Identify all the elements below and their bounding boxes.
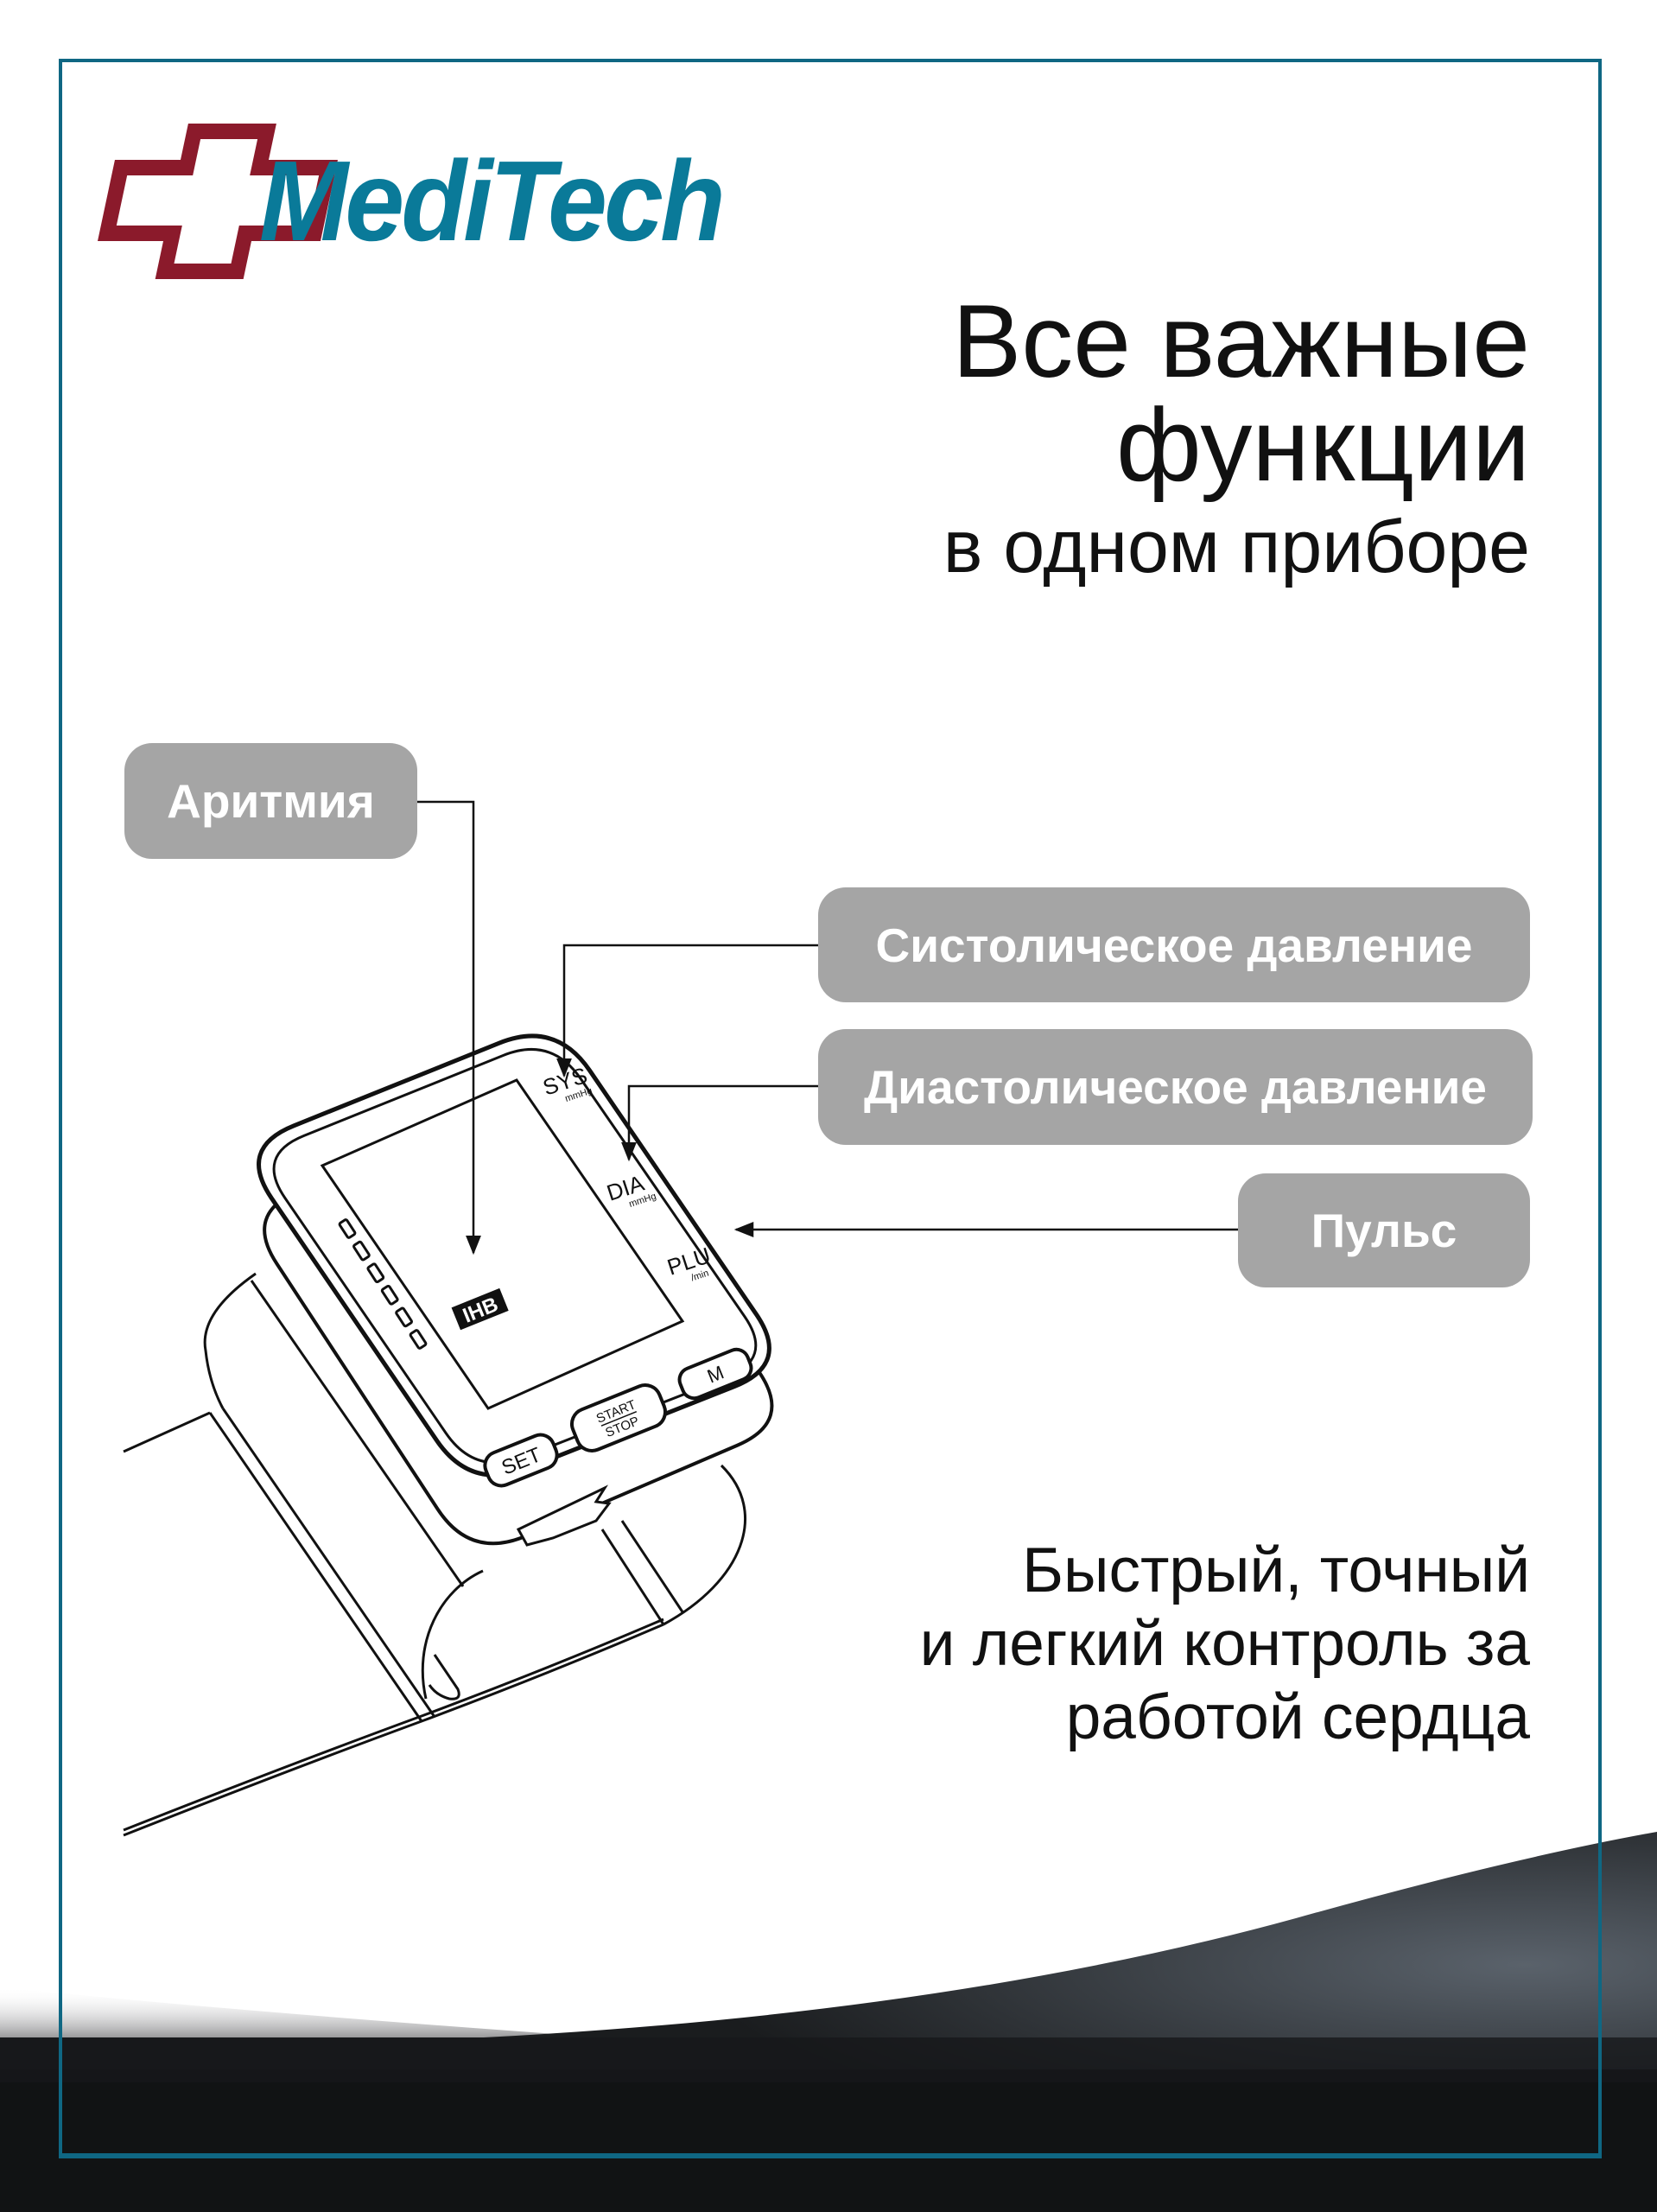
diastolic-arrow <box>621 1084 818 1162</box>
level-bar <box>338 1218 357 1239</box>
callout-arrhythmia: Аритмия <box>124 743 417 859</box>
headline-line-1: Все важные <box>952 283 1530 399</box>
start-stop-button[interactable]: START STOP <box>568 1381 670 1456</box>
level-bar <box>409 1329 428 1350</box>
systolic-arrow <box>556 944 818 1078</box>
level-bar <box>366 1262 385 1284</box>
callout-pulse: Пульс <box>1238 1173 1530 1287</box>
bottom-wave <box>0 1832 1657 2212</box>
tagline: Быстрый, точный и легкий контроль за раб… <box>920 1534 1530 1754</box>
lcd-screen <box>320 1078 685 1410</box>
level-bars <box>338 1218 428 1350</box>
tagline-line-3: работой сердца <box>1065 1682 1530 1752</box>
headline-line-2: функции <box>1116 387 1530 503</box>
wrist-strap <box>123 1272 746 1837</box>
headline-line-3: в одном приборе <box>943 505 1530 588</box>
arrhythmia-arrow <box>417 800 481 1255</box>
release-tab <box>516 1484 612 1547</box>
callout-systolic: Систолическое давление <box>818 887 1530 1002</box>
level-bar <box>380 1284 399 1306</box>
memory-button[interactable]: M <box>676 1346 754 1402</box>
tagline-line-2: и легкий контроль за <box>919 1609 1530 1679</box>
set-button[interactable]: SET <box>481 1431 562 1491</box>
brand-name: MediTech <box>259 137 722 264</box>
callout-lines <box>417 800 1238 1255</box>
level-bar <box>395 1306 413 1328</box>
page-frame <box>59 59 1602 2158</box>
medical-cross-icon <box>98 124 338 279</box>
callout-diastolic: Диастолическое давление <box>818 1029 1533 1145</box>
meditech-logo: MediTech <box>98 124 726 279</box>
tagline-line-1: Быстрый, точный <box>1022 1535 1530 1605</box>
level-bar <box>352 1240 371 1262</box>
